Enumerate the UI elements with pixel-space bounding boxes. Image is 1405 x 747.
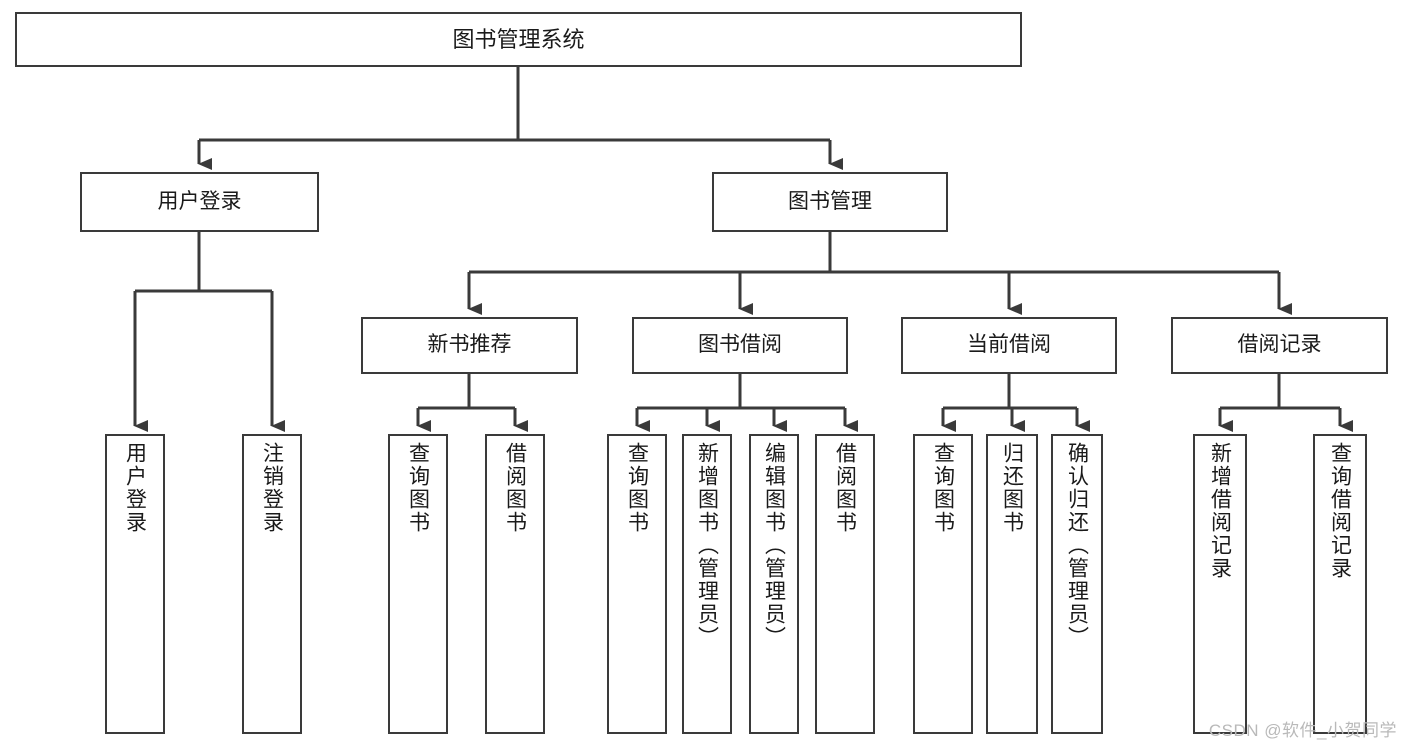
node-leaf-confirm-return-label: 确认归还（管理员）	[1065, 442, 1089, 649]
node-book-manage[interactable]: 图书管理	[712, 172, 948, 232]
node-root[interactable]: 图书管理系统	[15, 12, 1022, 67]
node-leaf-query-book-2-label: 查询图书	[625, 442, 649, 534]
node-user-login-label: 用户登录	[157, 189, 242, 213]
node-leaf-query-record-label: 查询借阅记录	[1328, 442, 1352, 580]
node-current-borrow[interactable]: 当前借阅	[901, 317, 1117, 374]
node-leaf-user-login-label: 用户登录	[123, 442, 147, 534]
node-leaf-logout[interactable]: 注销登录	[242, 434, 302, 734]
node-leaf-query-book-1[interactable]: 查询图书	[388, 434, 448, 734]
node-book-borrow-label: 图书借阅	[698, 333, 782, 357]
node-leaf-confirm-return[interactable]: 确认归还（管理员）	[1051, 434, 1103, 734]
node-current-borrow-label: 当前借阅	[967, 333, 1051, 357]
node-new-book-recommend[interactable]: 新书推荐	[361, 317, 578, 374]
node-leaf-add-record[interactable]: 新增借阅记录	[1193, 434, 1247, 734]
node-borrow-record[interactable]: 借阅记录	[1171, 317, 1388, 374]
node-leaf-return-book[interactable]: 归还图书	[986, 434, 1038, 734]
node-leaf-add-book-label: 新增图书（管理员）	[695, 442, 719, 649]
node-leaf-query-book-2[interactable]: 查询图书	[607, 434, 667, 734]
node-leaf-query-book-1-label: 查询图书	[406, 442, 430, 534]
node-book-manage-label: 图书管理	[788, 189, 872, 213]
node-leaf-edit-book-label: 编辑图书（管理员）	[762, 442, 786, 649]
node-leaf-logout-label: 注销登录	[260, 442, 284, 534]
node-borrow-record-label: 借阅记录	[1237, 333, 1322, 357]
node-leaf-edit-book[interactable]: 编辑图书（管理员）	[749, 434, 799, 734]
node-user-login[interactable]: 用户登录	[80, 172, 319, 232]
node-leaf-user-login[interactable]: 用户登录	[105, 434, 165, 734]
node-leaf-add-book[interactable]: 新增图书（管理员）	[682, 434, 732, 734]
node-leaf-borrow-book-2-label: 借阅图书	[833, 442, 857, 534]
node-root-label: 图书管理系统	[452, 26, 585, 52]
node-book-borrow[interactable]: 图书借阅	[632, 317, 848, 374]
node-new-book-recommend-label: 新书推荐	[427, 333, 512, 357]
node-leaf-borrow-book-2[interactable]: 借阅图书	[815, 434, 875, 734]
node-leaf-query-book-3[interactable]: 查询图书	[913, 434, 973, 734]
node-leaf-query-book-3-label: 查询图书	[931, 442, 955, 534]
node-leaf-borrow-book-1[interactable]: 借阅图书	[485, 434, 545, 734]
node-leaf-query-record[interactable]: 查询借阅记录	[1313, 434, 1367, 734]
node-leaf-add-record-label: 新增借阅记录	[1208, 442, 1232, 580]
csdn-watermark: CSDN @软件_小贺同学	[1208, 721, 1397, 740]
node-leaf-borrow-book-1-label: 借阅图书	[503, 442, 527, 534]
node-leaf-return-book-label: 归还图书	[1000, 442, 1024, 534]
